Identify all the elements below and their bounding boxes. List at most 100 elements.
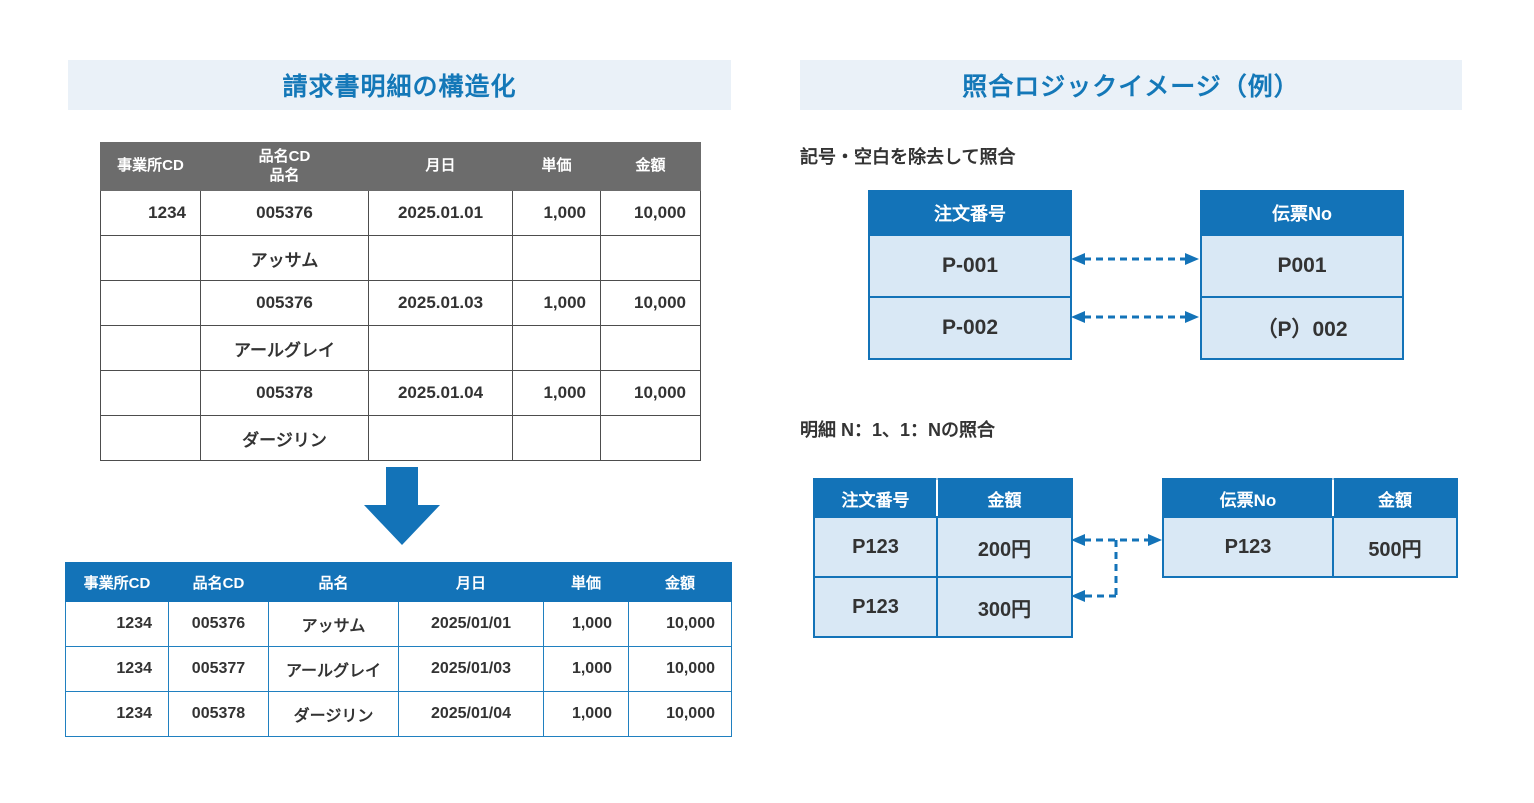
table-cell: 10,000 — [628, 691, 732, 737]
table-cell: 2025/01/04 — [398, 691, 544, 737]
table-cell: 1234 — [65, 601, 169, 647]
left-panel-title-bar: 請求書明細の構造化 — [68, 60, 731, 110]
table-cell: 2025/01/01 — [398, 601, 544, 647]
table-cell: 005376 — [200, 280, 369, 326]
table-cell: 2025.01.01 — [368, 190, 513, 236]
table-cell — [512, 415, 601, 461]
table-cell: 1234 — [100, 190, 201, 236]
section2-label: 明細 N：1、1：Nの照合 — [800, 420, 996, 440]
column-header: 伝票No — [1200, 190, 1404, 236]
left-panel-title: 請求書明細の構造化 — [282, 73, 517, 101]
n-to-1-connector-icon — [1071, 534, 1162, 602]
column-header: 品名 — [268, 562, 399, 602]
table-row: アールグレイ — [100, 325, 701, 371]
table-cell: 1,000 — [512, 370, 601, 416]
table-cell — [512, 325, 601, 371]
table-cell: 005378 — [168, 691, 269, 737]
table-cell: P-001 — [868, 234, 1072, 298]
table-cell — [600, 415, 701, 461]
table-row: P001 — [1200, 234, 1404, 298]
table-cell: 10,000 — [628, 646, 732, 692]
column-header: 品名CD 品名 — [200, 142, 369, 191]
table-cell: 005378 — [200, 370, 369, 416]
table-cell — [368, 235, 513, 281]
column-header: 月日 — [398, 562, 544, 602]
table-cell: 10,000 — [600, 370, 701, 416]
table-cell — [600, 325, 701, 371]
table-cell: 300円 — [936, 576, 1073, 638]
table-cell: 1,000 — [512, 280, 601, 326]
column-header: 金額 — [936, 478, 1073, 518]
table-cell: ダージリン — [200, 415, 369, 461]
table-cell: 2025.01.04 — [368, 370, 513, 416]
table-cell — [100, 370, 201, 416]
match-arrow-row2-icon — [1071, 311, 1199, 323]
table-cell: 500円 — [1332, 516, 1458, 578]
table-cell: 200円 — [936, 516, 1073, 578]
down-arrow-icon — [364, 467, 440, 545]
table-cell — [600, 235, 701, 281]
table-cell: アッサム — [268, 601, 399, 647]
table-row: ダージリン — [100, 415, 701, 461]
right-panel-title-bar: 照合ロジックイメージ（例） — [800, 60, 1462, 110]
table-cell: 005377 — [168, 646, 269, 692]
table-cell: 1,000 — [543, 691, 629, 737]
column-header: 金額 — [1332, 478, 1458, 518]
table-cell: 2025.01.03 — [368, 280, 513, 326]
right-panel-title: 照合ロジックイメージ（例） — [962, 73, 1300, 101]
column-header: 品名CD — [168, 562, 269, 602]
table-cell — [100, 280, 201, 326]
table-header-row: 伝票No — [1200, 190, 1404, 236]
table-cell: 10,000 — [600, 190, 701, 236]
table-cell: P123 — [813, 576, 938, 638]
table-cell — [100, 235, 201, 281]
table-cell: 005376 — [200, 190, 369, 236]
match-arrow-row1-icon — [1071, 253, 1199, 265]
table-cell: 005376 — [168, 601, 269, 647]
table-cell: 1,000 — [543, 601, 629, 647]
section1-label: 記号・空白を除去して照合 — [800, 147, 1016, 167]
table-cell — [368, 325, 513, 371]
column-header: 注文番号 — [813, 478, 938, 518]
table-cell: P001 — [1200, 234, 1404, 298]
column-header: 注文番号 — [868, 190, 1072, 236]
table-cell — [512, 235, 601, 281]
table-cell: P123 — [813, 516, 938, 578]
table-cell: 1,000 — [512, 190, 601, 236]
column-header: 金額 — [600, 142, 701, 191]
column-header: 事業所CD — [65, 562, 169, 602]
column-header: 伝票No — [1162, 478, 1334, 518]
table-cell: P123 — [1162, 516, 1334, 578]
table-cell: ダージリン — [268, 691, 399, 737]
table-row: アッサム — [100, 235, 701, 281]
table-row: P-002 — [868, 296, 1072, 360]
table-cell: アッサム — [200, 235, 369, 281]
table-cell: P-002 — [868, 296, 1072, 360]
table-cell: 1234 — [65, 691, 169, 737]
table-cell — [100, 325, 201, 371]
column-header: 単価 — [512, 142, 601, 191]
table-cell: 2025/01/03 — [398, 646, 544, 692]
column-header: 事業所CD — [100, 142, 201, 191]
table-cell — [100, 415, 201, 461]
table-cell: アールグレイ — [200, 325, 369, 371]
table-cell: 1,000 — [543, 646, 629, 692]
table-cell: 10,000 — [628, 601, 732, 647]
table-cell: 1234 — [65, 646, 169, 692]
